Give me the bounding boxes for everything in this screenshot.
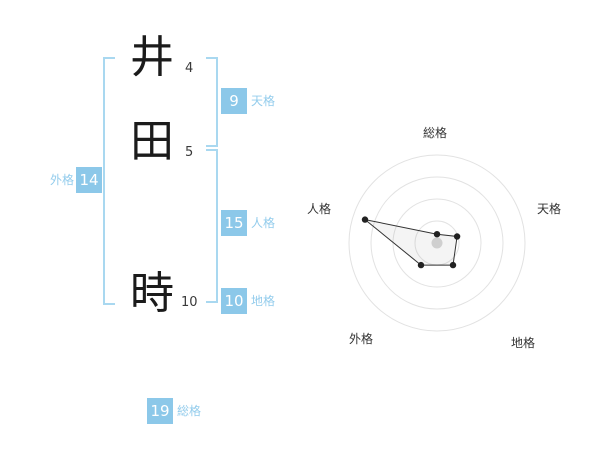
tenkaku-value-badge: 9	[221, 88, 247, 114]
name-character-1: 井	[130, 32, 174, 83]
jinkaku-value-badge: 15	[221, 210, 247, 236]
name-character-2: 田	[130, 116, 174, 167]
gaikaku-bracket	[103, 57, 115, 305]
gaikaku-label: 外格	[49, 173, 74, 187]
stroke-count-2: 5	[185, 145, 194, 160]
radar-chart	[348, 154, 526, 332]
name-character-3: 時	[130, 268, 174, 319]
radar-axis-tenkaku: 天格	[536, 202, 561, 216]
tenkaku-label: 天格	[251, 94, 276, 108]
jinkaku-label: 人格	[251, 216, 276, 230]
chikaku-label: 地格	[251, 294, 276, 308]
radar-axis-soukaku: 総格	[422, 126, 447, 140]
soukaku-label: 総格	[177, 404, 202, 418]
radar-axis-gaikaku: 外格	[348, 332, 373, 346]
radar-axis-chikaku: 地格	[510, 336, 535, 350]
jinkaku-bracket	[206, 149, 218, 303]
tenkaku-bracket	[206, 57, 218, 147]
radar-axis-jinkaku: 人格	[306, 202, 331, 216]
soukaku-value-badge: 19	[147, 398, 173, 424]
stroke-count-1: 4	[185, 61, 194, 76]
chikaku-value-badge: 10	[221, 288, 247, 314]
stroke-count-3: 10	[181, 295, 198, 310]
gaikaku-value-badge: 14	[76, 167, 102, 193]
